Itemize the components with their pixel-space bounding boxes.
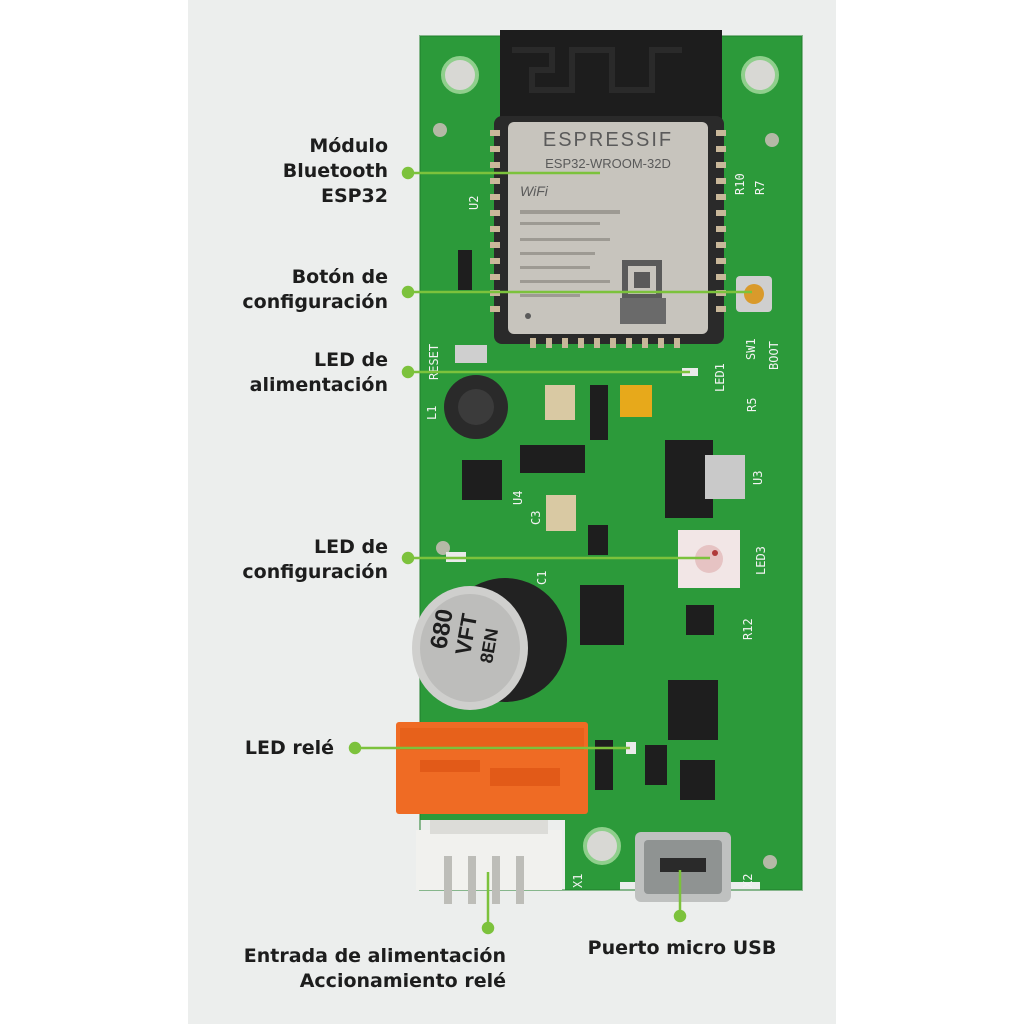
svg-text:R10: R10 xyxy=(733,173,747,195)
label-power-led: LED de alimentación xyxy=(249,349,388,396)
label-esp32-module: Módulo Bluetooth ESP32 xyxy=(282,135,388,207)
label-relay-led: LED relé xyxy=(244,737,334,759)
svg-text:LED1: LED1 xyxy=(713,363,727,392)
label-config-led: LED de configuración xyxy=(242,536,388,583)
label-config-button: Botón de configuración xyxy=(242,266,388,313)
relay-led-component xyxy=(626,742,636,754)
label-power-input: Entrada de alimentación Accionamiento re… xyxy=(243,945,506,992)
boot-button xyxy=(736,276,772,312)
leader-lines xyxy=(348,166,752,935)
svg-text:C1: C1 xyxy=(535,571,549,585)
esp32-module: ESPRESSIF ESP32-WROOM-32D WiFi xyxy=(490,30,726,348)
svg-text:SW1: SW1 xyxy=(744,338,758,360)
svg-text:L1: L1 xyxy=(425,406,439,420)
svg-text:R5: R5 xyxy=(745,398,759,412)
label-micro-usb: Puerto micro USB xyxy=(587,937,777,959)
svg-text:BOOT: BOOT xyxy=(767,341,781,370)
svg-text:X1: X1 xyxy=(571,874,585,888)
silkscreen-labels: U2 RESET SW1 BOOT LED1 R10 R7 R5 L1 U4 C… xyxy=(425,173,781,888)
module-model: ESP32-WROOM-32D xyxy=(545,156,671,171)
svg-text:RESET: RESET xyxy=(427,344,441,380)
module-brand: ESPRESSIF xyxy=(543,129,673,151)
svg-text:C3: C3 xyxy=(529,511,543,525)
svg-text:X2: X2 xyxy=(741,874,755,888)
wifi-mark: WiFi xyxy=(520,183,549,199)
svg-text:U3: U3 xyxy=(751,471,765,485)
smd-components xyxy=(455,250,745,800)
svg-text:R7: R7 xyxy=(753,181,767,195)
svg-text:R12: R12 xyxy=(741,618,755,640)
micro-usb-port xyxy=(635,832,731,902)
svg-text:U2: U2 xyxy=(467,196,481,210)
svg-text:LED3: LED3 xyxy=(754,546,768,575)
relay xyxy=(396,722,588,814)
svg-text:U4: U4 xyxy=(511,491,525,505)
electrolytic-capacitor: 680 VFT 8EN xyxy=(412,578,567,710)
